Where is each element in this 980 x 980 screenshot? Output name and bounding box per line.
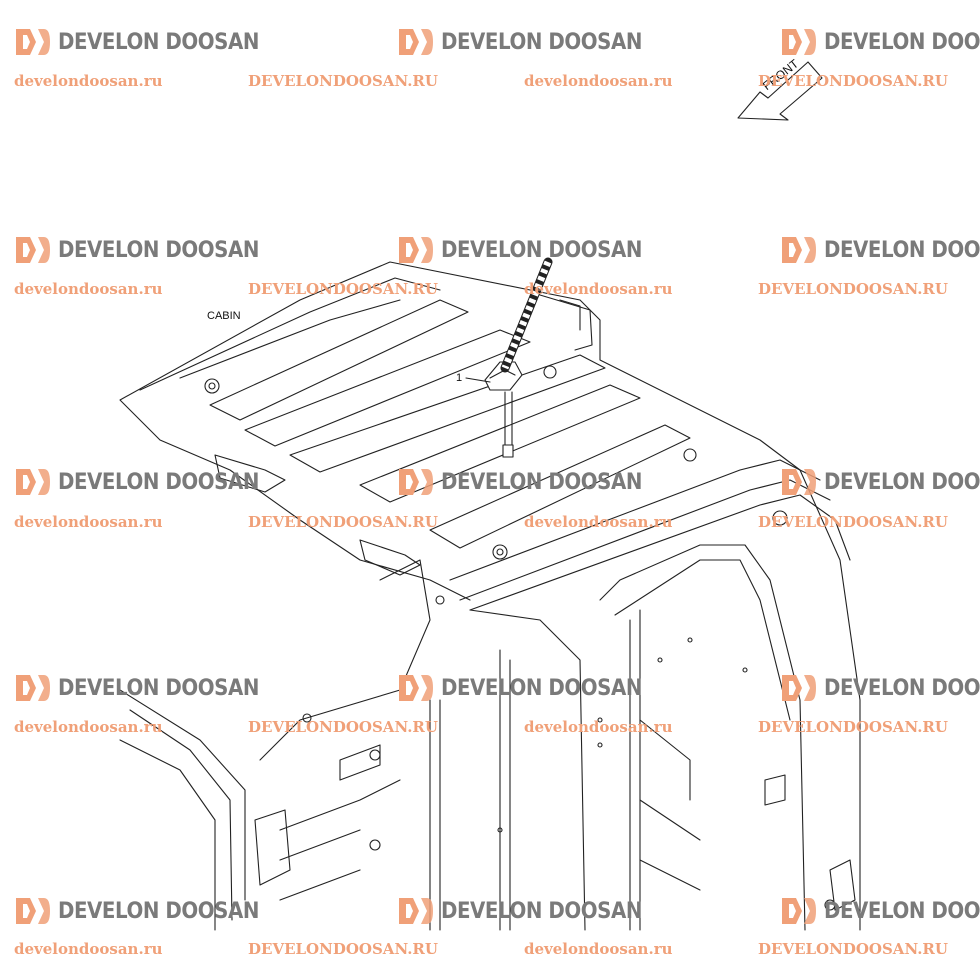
- roof-rib: [289, 354, 606, 473]
- watermark-logo-text: DEVELON DOOSAN: [824, 898, 980, 924]
- part-callout-number: 1: [456, 372, 463, 384]
- develon-doosan-watermark-logo: DEVELON DOOSAN: [397, 466, 664, 498]
- roof-outline: [119, 261, 861, 931]
- develon-doosan-watermark-logo: DEVELON DOOSAN: [14, 672, 281, 704]
- roof-rib: [209, 299, 469, 421]
- watermark-url: develondoosan.ru: [14, 513, 163, 531]
- roof-boss: [772, 510, 788, 526]
- watermark-url: DEVELONDOOSAN.RU: [248, 718, 438, 736]
- develon-doosan-watermark-logo: DEVELON DOOSAN: [14, 234, 281, 266]
- develon-doosan-watermark-logo: DEVELON DOOSAN: [397, 672, 664, 704]
- cabin-label: CABIN: [207, 310, 241, 322]
- watermark-url: DEVELONDOOSAN.RU: [758, 940, 948, 958]
- watermark-url: DEVELONDOOSAN.RU: [758, 72, 948, 90]
- antenna-connector: [502, 444, 514, 458]
- watermark-url: DEVELONDOOSAN.RU: [758, 280, 948, 298]
- develon-logo-mark-icon: [16, 29, 50, 55]
- watermark-logo-text: DEVELON DOOSAN: [58, 898, 259, 924]
- develon-doosan-watermark-logo: DEVELON DOOSAN: [397, 26, 664, 58]
- develon-doosan-watermark-logo: DEVELON DOOSAN: [14, 895, 281, 927]
- watermark-logo-text: DEVELON DOOSAN: [824, 675, 980, 701]
- door-frame: [469, 609, 586, 931]
- watermark-url: develondoosan.ru: [14, 940, 163, 958]
- roof-boss: [496, 548, 504, 556]
- roof-boss: [208, 382, 216, 390]
- develon-logo-mark-icon: [782, 237, 816, 263]
- antenna-mast: [500, 257, 553, 373]
- develon-logo-mark-icon: [782, 675, 816, 701]
- watermark-url: DEVELONDOOSAN.RU: [248, 72, 438, 90]
- develon-doosan-watermark-logo: DEVELON DOOSAN: [397, 895, 664, 927]
- develon-logo-mark-icon: [399, 29, 433, 55]
- watermark-url: DEVELONDOOSAN.RU: [758, 513, 948, 531]
- watermark-logo-text: DEVELON DOOSAN: [58, 237, 259, 263]
- develon-logo-mark-icon: [16, 237, 50, 263]
- develon-doosan-watermark-logo: DEVELON DOOSAN: [780, 26, 980, 58]
- watermark-logo-text: DEVELON DOOSAN: [441, 237, 642, 263]
- develon-logo-mark-icon: [399, 469, 433, 495]
- develon-doosan-watermark-logo: DEVELON DOOSAN: [780, 466, 980, 498]
- roof-boss: [543, 365, 557, 379]
- develon-doosan-watermark-logo: DEVELON DOOSAN: [397, 234, 664, 266]
- develon-logo-mark-icon: [782, 469, 816, 495]
- watermark-url: develondoosan.ru: [524, 513, 673, 531]
- callout-leader: [465, 377, 491, 383]
- left-pillar: [119, 689, 246, 901]
- roof-rib: [429, 424, 691, 549]
- watermark-logo-text: DEVELON DOOSAN: [58, 29, 259, 55]
- roof-rib: [359, 384, 641, 503]
- develon-doosan-watermark-logo: DEVELON DOOSAN: [780, 672, 980, 704]
- roof-boss: [204, 378, 220, 394]
- watermark-url: develondoosan.ru: [524, 940, 673, 958]
- watermark-url: develondoosan.ru: [524, 280, 673, 298]
- develon-logo-mark-icon: [16, 675, 50, 701]
- develon-doosan-watermark-logo: DEVELON DOOSAN: [780, 895, 980, 927]
- watermark-url: develondoosan.ru: [524, 72, 673, 90]
- develon-logo-mark-icon: [782, 29, 816, 55]
- watermark-url: DEVELONDOOSAN.RU: [248, 513, 438, 531]
- watermark-logo-text: DEVELON DOOSAN: [824, 29, 980, 55]
- watermark-url: develondoosan.ru: [14, 72, 163, 90]
- roof-boss: [492, 544, 508, 560]
- watermark-logo-text: DEVELON DOOSAN: [824, 469, 980, 495]
- watermark-url: develondoosan.ru: [14, 718, 163, 736]
- watermark-url: DEVELONDOOSAN.RU: [248, 940, 438, 958]
- watermark-url: develondoosan.ru: [524, 718, 673, 736]
- develon-logo-mark-icon: [399, 237, 433, 263]
- develon-doosan-watermark-logo: DEVELON DOOSAN: [14, 466, 281, 498]
- roof-boss: [683, 448, 697, 462]
- develon-logo-mark-icon: [399, 898, 433, 924]
- watermark-logo-text: DEVELON DOOSAN: [441, 469, 642, 495]
- watermark-url: DEVELONDOOSAN.RU: [758, 718, 948, 736]
- watermark-logo-text: DEVELON DOOSAN: [58, 675, 259, 701]
- roof-front-edge: [139, 277, 441, 391]
- develon-doosan-watermark-logo: DEVELON DOOSAN: [780, 234, 980, 266]
- watermark-logo-text: DEVELON DOOSAN: [441, 675, 642, 701]
- front-arrow-outline: [737, 61, 823, 121]
- watermark-url: develondoosan.ru: [14, 280, 163, 298]
- roof-rib: [244, 329, 531, 447]
- watermark-logo-text: DEVELON DOOSAN: [441, 29, 642, 55]
- watermark-logo-text: DEVELON DOOSAN: [58, 469, 259, 495]
- develon-doosan-watermark-logo: DEVELON DOOSAN: [14, 26, 281, 58]
- develon-logo-mark-icon: [16, 469, 50, 495]
- develon-logo-mark-icon: [399, 675, 433, 701]
- watermark-logo-text: DEVELON DOOSAN: [824, 237, 980, 263]
- develon-logo-mark-icon: [16, 898, 50, 924]
- watermark-logo-text: DEVELON DOOSAN: [441, 898, 642, 924]
- antenna-base: [484, 361, 523, 391]
- develon-logo-mark-icon: [782, 898, 816, 924]
- watermark-url: DEVELONDOOSAN.RU: [248, 280, 438, 298]
